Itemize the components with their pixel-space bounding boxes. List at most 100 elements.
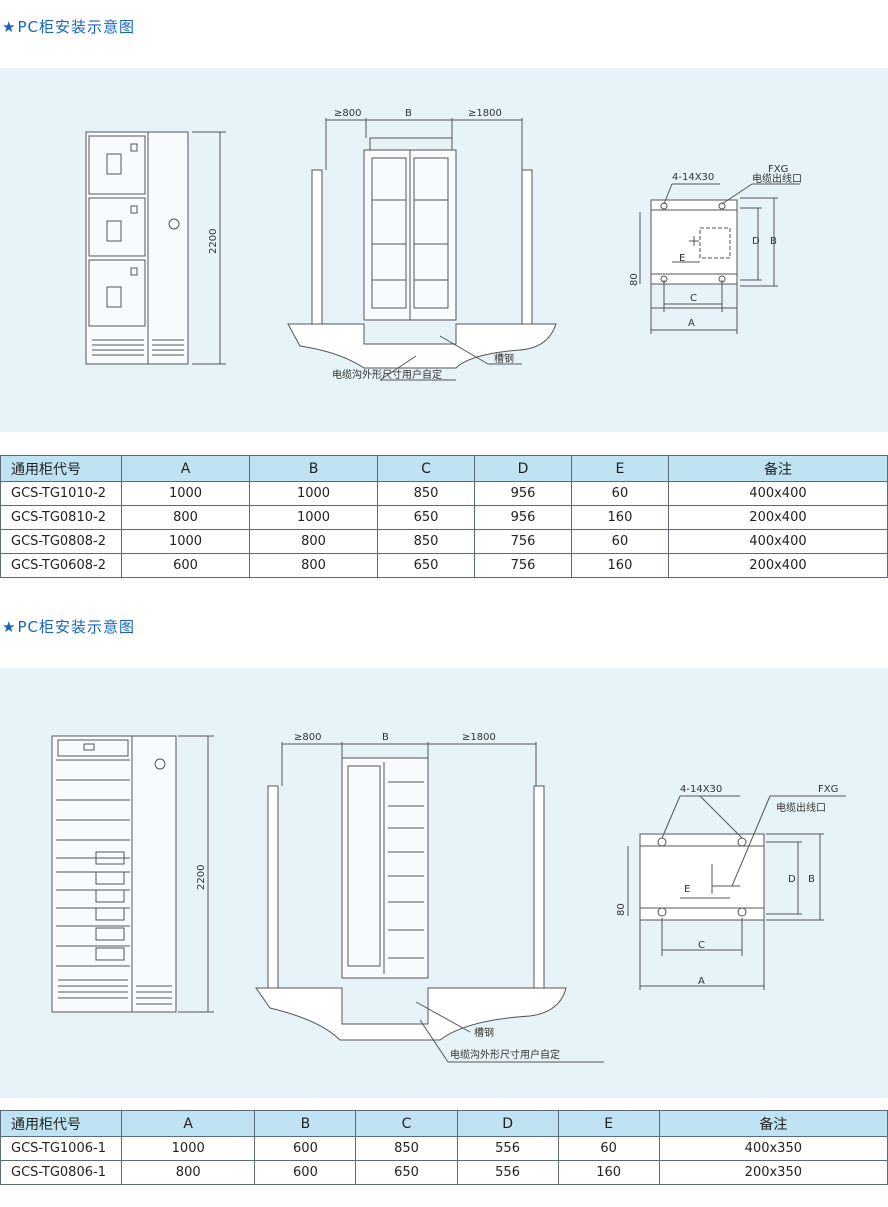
- foundation: [255, 987, 567, 1041]
- cell-b: 1000: [249, 481, 379, 506]
- col-header-a: A: [120, 455, 251, 482]
- cell-code: GCS-TG0808-2: [0, 529, 122, 554]
- cell-note: 200x400: [667, 553, 888, 578]
- cell-e: 60: [570, 529, 669, 554]
- left-wall: [311, 169, 323, 331]
- col-header-b: B: [254, 1110, 357, 1137]
- cell-b: 800: [249, 529, 379, 554]
- cell-e: 160: [557, 1160, 660, 1185]
- col-header-c: C: [355, 1110, 458, 1137]
- cell-d: 556: [456, 1136, 559, 1161]
- cell-c: 850: [355, 1136, 458, 1161]
- dim-e-label: E: [679, 253, 685, 264]
- side-mid-label: B: [405, 108, 412, 119]
- cell-note: 400x350: [658, 1136, 888, 1161]
- dim-b-label: B: [808, 874, 815, 885]
- cell-note: 200x350: [658, 1160, 888, 1185]
- table-header-row: 通用柜代号 A B C D E 备注: [0, 455, 888, 482]
- fxg-label: FXG: [818, 784, 838, 795]
- star-icon: ★: [2, 18, 17, 36]
- cable-outlet-label: 电缆出线口: [776, 801, 826, 814]
- cell-e: 160: [570, 505, 669, 530]
- left-wall: [267, 785, 279, 991]
- cell-code: GCS-TG1006-1: [0, 1136, 122, 1161]
- table-row: GCS-TG0806-1 800 600 650 556 160 200x350: [0, 1160, 888, 1185]
- col-header-note: 备注: [658, 1110, 888, 1137]
- table-row: GCS-TG0608-2 600 800 650 756 160 200x400: [0, 553, 888, 578]
- dim-80-label: 80: [616, 903, 627, 916]
- front-compartment-2: [88, 197, 146, 257]
- cell-c: 650: [377, 505, 475, 530]
- cell-a: 800: [120, 1160, 256, 1185]
- installation-diagram-1: 2200 ≥800 B ≥1800 槽钢 电缆沟外形尺寸用户自定 4-14X30…: [0, 68, 888, 432]
- cell-d: 956: [474, 481, 572, 506]
- channel-steel-label: 槽钢: [494, 352, 514, 365]
- cable-outlet-label: 电缆出线口: [752, 172, 802, 185]
- dim-b-label: B: [770, 236, 777, 247]
- dim-80-label: 80: [629, 273, 640, 286]
- cell-code: GCS-TG0810-2: [0, 505, 122, 530]
- col-header-e: E: [570, 455, 669, 482]
- side-right-label: ≥1800: [468, 108, 502, 119]
- cell-e: 60: [557, 1136, 660, 1161]
- front-cabinet-outline: [51, 735, 177, 1013]
- channel-steel-label: 槽钢: [474, 1026, 494, 1039]
- star-icon: ★: [2, 618, 17, 636]
- dim-c-label: C: [698, 940, 705, 951]
- cell-a: 600: [120, 553, 251, 578]
- cell-a: 1000: [120, 529, 251, 554]
- col-header-code: 通用柜代号: [0, 455, 122, 482]
- cell-e: 160: [570, 553, 669, 578]
- cell-note: 400x400: [667, 529, 888, 554]
- base-frame: [639, 833, 765, 921]
- cell-b: 600: [254, 1136, 357, 1161]
- front-compartment-1: [88, 135, 146, 195]
- cell-c: 650: [377, 553, 475, 578]
- fxg-label: FXG: [768, 164, 788, 175]
- col-header-note: 备注: [667, 455, 888, 482]
- spec-table-1: 通用柜代号 A B C D E 备注 GCS-TG1010-2 1000 100…: [0, 455, 888, 578]
- table-row: GCS-TG1006-1 1000 600 850 556 60 400x350: [0, 1136, 888, 1161]
- dim-c-label: C: [690, 293, 697, 304]
- right-wall: [521, 169, 533, 331]
- col-header-b: B: [249, 455, 379, 482]
- table-row: GCS-TG1010-2 1000 1000 850 956 60 400x40…: [0, 481, 888, 506]
- front-compartment-3: [88, 259, 146, 327]
- section-2-heading: ★PC柜安装示意图: [2, 616, 135, 637]
- section-1-heading: ★PC柜安装示意图: [2, 16, 135, 37]
- bolt-spec-label: 4-14X30: [672, 172, 714, 183]
- col-header-code: 通用柜代号: [0, 1110, 122, 1137]
- dim-a-label: A: [698, 976, 705, 987]
- cell-code: GCS-TG0608-2: [0, 553, 122, 578]
- side-left-label: ≥800: [294, 732, 321, 743]
- section-1-heading-text: PC柜安装示意图: [17, 18, 135, 36]
- trench-note-label: 电缆沟外形尺寸用户自定: [450, 1048, 560, 1061]
- cell-note: 400x400: [667, 481, 888, 506]
- cell-a: 1000: [120, 481, 251, 506]
- side-right-label: ≥1800: [462, 732, 496, 743]
- spec-table-2: 通用柜代号 A B C D E 备注 GCS-TG1006-1 1000 600…: [0, 1110, 888, 1185]
- bolt-spec-label: 4-14X30: [680, 784, 722, 795]
- cell-c: 650: [355, 1160, 458, 1185]
- cell-d: 556: [456, 1160, 559, 1185]
- side-left-label: ≥800: [334, 108, 361, 119]
- cell-b: 600: [254, 1160, 357, 1185]
- cell-code: GCS-TG1010-2: [0, 481, 122, 506]
- trench-note-label: 电缆沟外形尺寸用户自定: [332, 368, 442, 381]
- col-header-c: C: [377, 455, 475, 482]
- cell-code: GCS-TG0806-1: [0, 1160, 122, 1185]
- cell-note: 200x400: [667, 505, 888, 530]
- cell-c: 850: [377, 529, 475, 554]
- installation-diagram-2: 2200 ≥800 B ≥1800 槽钢 电缆沟外形尺寸用户自定 4-14X30…: [0, 668, 888, 1098]
- right-wall: [533, 785, 545, 991]
- side-mid-label: B: [382, 732, 389, 743]
- dim-d-label: D: [788, 874, 796, 885]
- cell-d: 756: [474, 529, 572, 554]
- cell-e: 60: [570, 481, 669, 506]
- cell-d: 956: [474, 505, 572, 530]
- table-row: GCS-TG0808-2 1000 800 850 756 60 400x400: [0, 529, 888, 554]
- diagram-2-svg: 2200 ≥800 B ≥1800 槽钢 电缆沟外形尺寸用户自定 4-14X30…: [51, 732, 846, 1063]
- table-header-row: 通用柜代号 A B C D E 备注: [0, 1110, 888, 1137]
- cell-a: 800: [120, 505, 251, 530]
- col-header-e: E: [557, 1110, 660, 1137]
